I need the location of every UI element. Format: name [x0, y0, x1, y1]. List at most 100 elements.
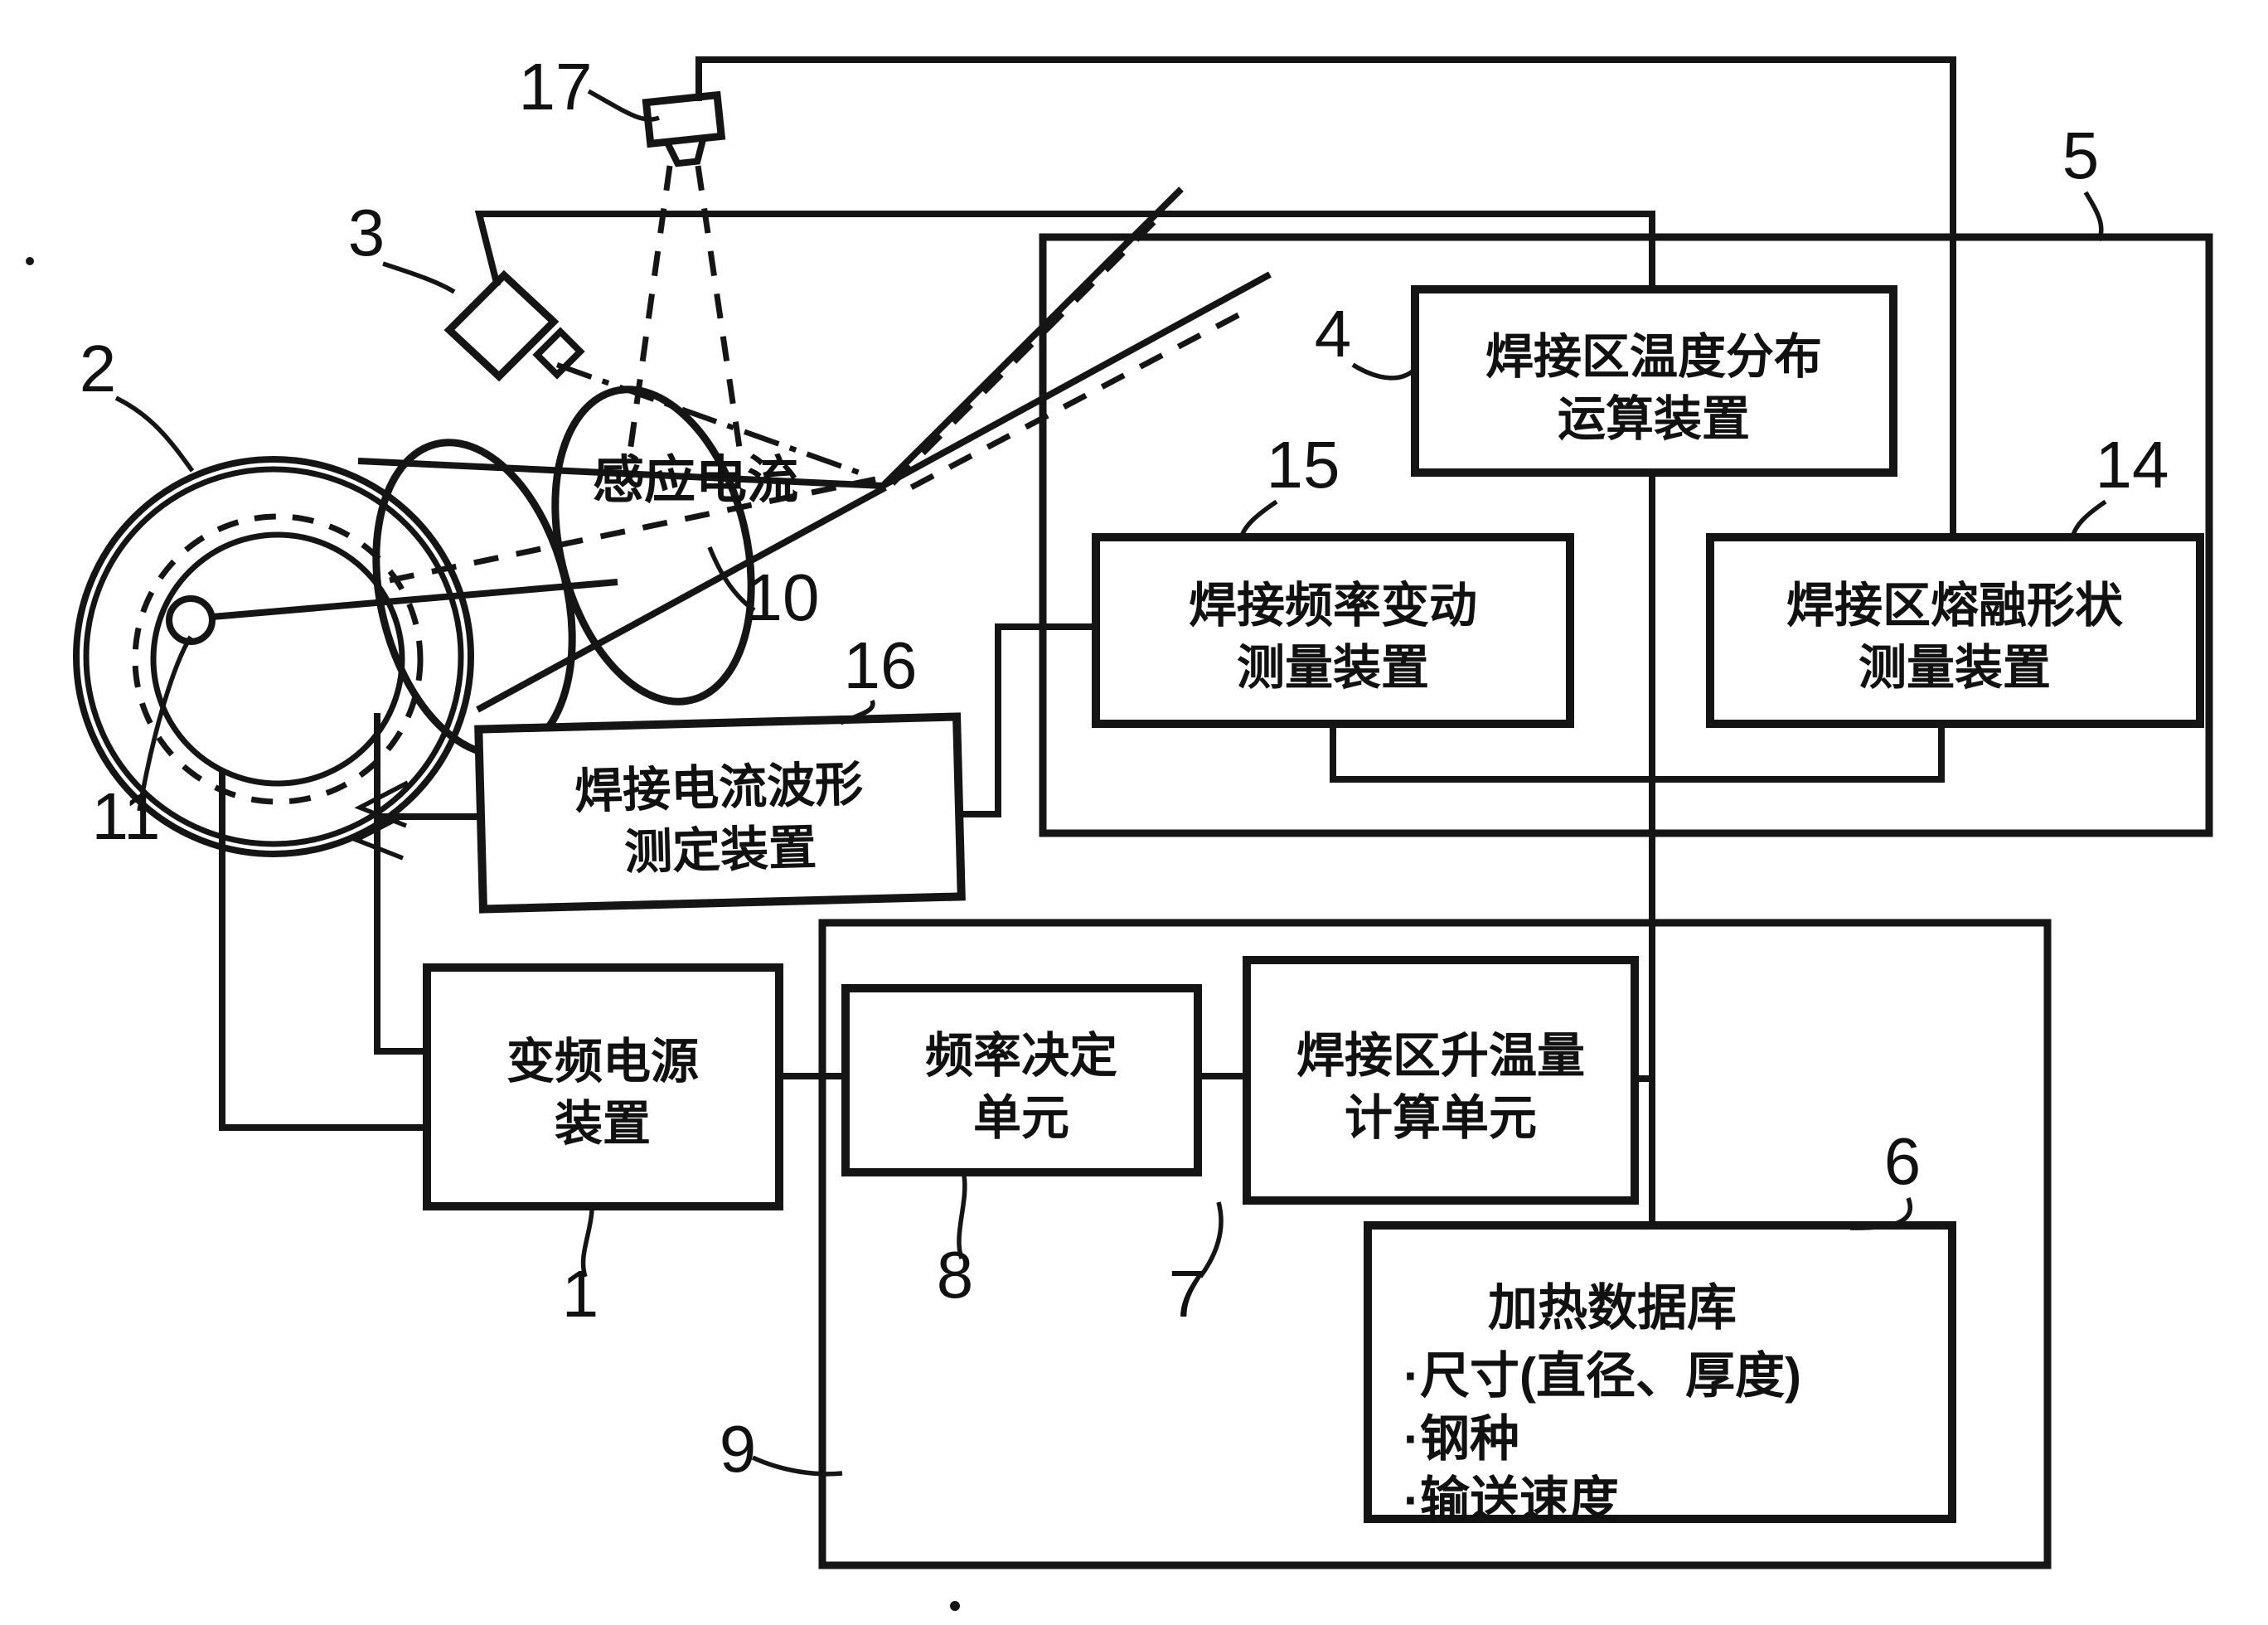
- ref-leaders: [114, 89, 2107, 1477]
- box-1-label-line1: 变频电源: [506, 1035, 699, 1089]
- group-box-9: [818, 919, 2052, 1569]
- leader-15: [1238, 499, 1278, 540]
- leader-11: [137, 635, 193, 812]
- leader-1: [580, 1210, 594, 1278]
- box-14-label-line2: 测量装置: [1858, 641, 2051, 695]
- ref-16: 16: [844, 628, 918, 702]
- ref-8: 8: [937, 1238, 974, 1312]
- leader-9: [751, 1455, 843, 1477]
- leader-2: [114, 395, 195, 473]
- box-8-rect: [841, 984, 1202, 1176]
- coil-wire-right: [374, 713, 428, 1055]
- camera-to-box14-line: [695, 56, 1956, 536]
- box-16-label-line2: 测定装置: [623, 821, 817, 880]
- box-16-current-waveform: 焊接电流波形 测定装置: [474, 712, 966, 914]
- box-14-melt-shape: 焊接区熔融形状 测量装置: [1706, 533, 2204, 728]
- speck-icon: [950, 1601, 960, 1611]
- sensor-body: [443, 269, 560, 382]
- box-7-label-line2: 计算单元: [1345, 1091, 1537, 1145]
- leader-16: [839, 699, 875, 725]
- box-15-label-line2: 测量装置: [1237, 641, 1429, 695]
- induced-current-dash-2: [894, 312, 1240, 499]
- induced-current-label: 感应电流: [593, 452, 798, 509]
- leader-10: [707, 546, 756, 613]
- coil-loop-rear: [551, 386, 755, 706]
- box-1-rect: [423, 963, 783, 1210]
- ref-3: 3: [348, 196, 385, 269]
- box-6-title: 加热数据库: [1488, 1280, 1737, 1336]
- sensor-sight-line: [555, 361, 865, 478]
- camera-17: [642, 90, 726, 167]
- group-box-5: [1039, 233, 2213, 837]
- leader-3: [382, 261, 456, 294]
- wire-break-zigzag-icon: [351, 780, 410, 861]
- box-1-variable-freq-power: 变频电源 装置: [423, 963, 783, 1210]
- connector-lines: [474, 56, 1956, 1225]
- ref-14: 14: [2096, 428, 2169, 502]
- box-7-label-line1: 焊接区升温量: [1296, 1029, 1585, 1083]
- box-1-label-line2: 装置: [555, 1097, 651, 1151]
- ref-9: 9: [720, 1412, 757, 1486]
- coil-wire-left: [219, 771, 428, 1131]
- speck-icon: [26, 257, 34, 265]
- box-14-label-line1: 焊接区熔融形状: [1786, 579, 2124, 633]
- ref-4: 4: [1315, 297, 1352, 371]
- box-6-item-speed: ·输送速度: [1403, 1472, 1619, 1528]
- leader-7: [1198, 1201, 1224, 1278]
- tube-top-edge: [357, 458, 884, 489]
- ref-1: 1: [562, 1257, 599, 1331]
- sensor-3: [443, 269, 585, 382]
- leader-17: [587, 89, 661, 122]
- box-6-heating-database: 加热数据库 ·尺寸(直径、厚度) ·钢种 ·输送速度: [1364, 1221, 1956, 1528]
- leader-8: [957, 1175, 967, 1259]
- pipe-end-inner-wall: [150, 531, 405, 787]
- pipe-end-outer-ring-inner-line: [83, 466, 464, 847]
- box-4-temp-distribution: 焊接区温度分布 运算装置: [1411, 285, 1897, 477]
- box15-box14-bottom-link: [1330, 725, 1945, 783]
- box-6-item-size: ·尺寸(直径、厚度): [1403, 1348, 1801, 1404]
- box-8-label-line2: 单元: [973, 1091, 1069, 1145]
- leader-5: [2083, 191, 2104, 242]
- box-14-rect: [1706, 533, 2204, 728]
- box-15-rect: [1092, 533, 1574, 728]
- box-8-label-line1: 频率决定: [925, 1029, 1117, 1083]
- ref-15: 15: [1267, 428, 1340, 502]
- box-16-label-line1: 焊接电流波形: [574, 757, 864, 818]
- impeder-tip: [166, 595, 216, 645]
- ref-5: 5: [2062, 119, 2100, 192]
- box-15-frequency-variation: 焊接频率变动 测量装置: [1092, 533, 1574, 728]
- box-4-rect: [1411, 285, 1897, 477]
- ref-numerals: 17 2 3 11 10 16 1 8 7 9 5 15 14 4 6: [80, 50, 2169, 1486]
- ref-6: 6: [1884, 1124, 1922, 1198]
- box-4-label-line1: 焊接区温度分布: [1485, 330, 1822, 384]
- box-4-label-line2: 运算装置: [1558, 392, 1750, 446]
- box-8-frequency-decision: 频率决定 单元: [841, 984, 1202, 1176]
- induced-current-dash-1: [889, 220, 1156, 487]
- ref-10: 10: [746, 560, 820, 634]
- sensor-to-box4-box6-line: [474, 211, 1655, 1225]
- leader-4: [1351, 362, 1415, 381]
- box16-to-box15-link: [959, 623, 1096, 817]
- box-16-rect: [474, 712, 966, 914]
- ref-17: 17: [519, 50, 593, 124]
- camera-lens: [662, 134, 708, 167]
- leader-6: [1849, 1197, 1913, 1230]
- box-15-label-line1: 焊接频率变动: [1189, 579, 1477, 633]
- impeder-shaft: [211, 579, 618, 620]
- sensor-nozzle: [532, 327, 585, 380]
- leader-14: [2070, 499, 2107, 540]
- ref-2: 2: [80, 332, 117, 405]
- weld-seam-line: [476, 484, 887, 713]
- box-7-rect: [1243, 956, 1639, 1205]
- box-6-rect: [1364, 1221, 1956, 1523]
- camera-beam-left: [627, 165, 673, 453]
- box-6-item-steel: ·钢种: [1403, 1411, 1519, 1467]
- pipe-end-outer-ring: [73, 456, 474, 857]
- ref-7: 7: [1169, 1257, 1206, 1331]
- pipe-end-hidden-wall-dashed: [132, 513, 424, 805]
- strip-edge-lower: [881, 271, 1272, 489]
- ref-11: 11: [91, 779, 160, 853]
- box-7-temp-rise-calc: 焊接区升温量 计算单元: [1243, 956, 1639, 1205]
